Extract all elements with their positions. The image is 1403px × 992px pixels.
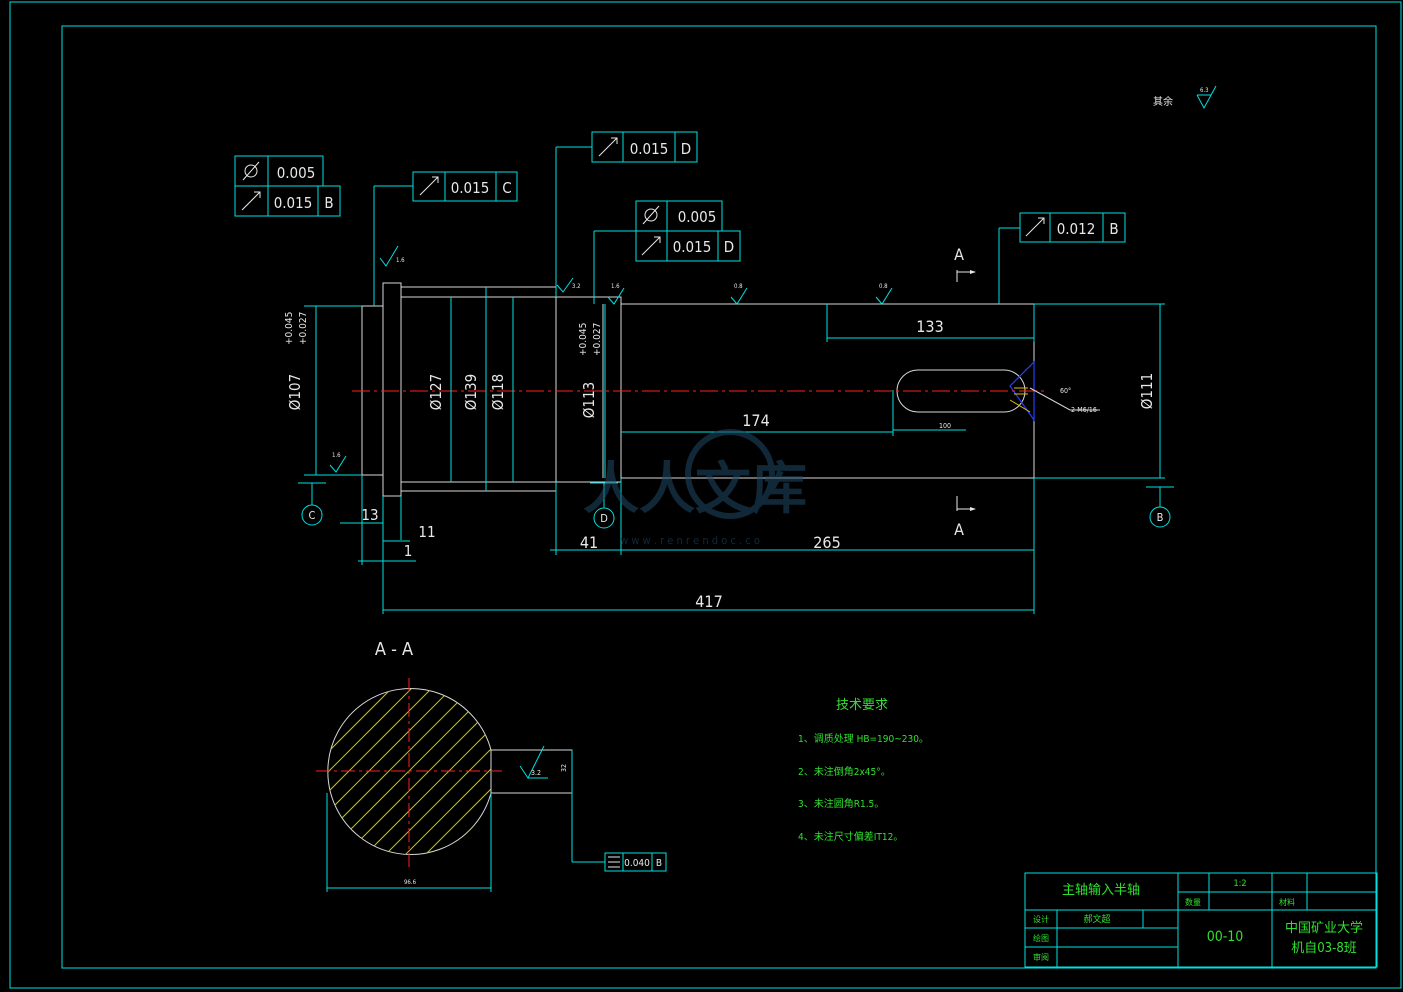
roughness-symbols (329, 85, 1217, 473)
svg-text:1.6: 1.6 (611, 283, 620, 290)
watermark-url: w w w . r e n r e n d o c . c o (620, 534, 760, 547)
dim-265: 265 (813, 533, 840, 552)
runout-icon (241, 191, 261, 211)
datum-b-label: B (1157, 511, 1164, 524)
svg-text:6.3: 6.3 (1200, 87, 1209, 94)
keyway (896, 369, 1026, 413)
title-block (1024, 872, 1378, 968)
tech-requirements: 技术要求 1、调质处理 HB=190~230。 2、未注倒角2x45°。 3、未… (798, 698, 929, 843)
fcf2-value: 0.015 (451, 179, 490, 197)
fcf3-datum: D (681, 140, 691, 158)
runout-icon (598, 137, 618, 157)
datum-b (1149, 506, 1171, 528)
section-roughness: 3.2 (531, 769, 541, 777)
dim-100: 100 (939, 422, 951, 430)
scale-value: 1:2 (1233, 879, 1246, 889)
center-hole-note: 2-M6/16 (1071, 406, 1097, 414)
fcf6-datum: B (656, 858, 662, 869)
section-mark-top: A (954, 245, 964, 264)
fcf1-value1: 0.005 (277, 164, 316, 182)
dim-13: 13 (361, 506, 378, 524)
fcf3-value: 0.015 (630, 140, 669, 158)
fcf4-datum: D (724, 238, 734, 256)
tech-title: 技术要求 (836, 698, 888, 713)
datum-d (593, 507, 615, 529)
svg-text:1.6: 1.6 (396, 257, 405, 264)
drawing-number: 00-10 (1207, 929, 1244, 945)
dimension-lines (298, 146, 1174, 614)
datum-c (301, 504, 323, 526)
tech-item-2: 2、未注倒角2x45°。 (798, 765, 891, 778)
dim-1: 1 (404, 542, 413, 560)
draw-label: 绘图 (1033, 933, 1049, 943)
runout-icon (1025, 217, 1045, 237)
fcf5-datum: B (1109, 220, 1118, 238)
section-key-dim: 32 (560, 764, 568, 772)
dim-d107-lower: +0.027 (298, 312, 309, 345)
tech-item-1: 1、调质处理 HB=190~230。 (798, 733, 929, 745)
section-view (316, 678, 605, 892)
runout-icon (641, 236, 661, 256)
cylindricity-icon (242, 161, 260, 181)
svg-text:0.8: 0.8 (879, 283, 888, 290)
fcf2-datum: C (502, 179, 511, 197)
dim-d118: Ø118 (489, 374, 507, 410)
dim-d111: Ø111 (1138, 373, 1156, 409)
part-name: 主轴输入半轴 (1062, 882, 1140, 898)
section-marks: A A (954, 245, 976, 539)
qty-label: 数量 (1185, 897, 1201, 907)
center-hole-angle: 60° (1060, 387, 1071, 395)
runout-icon (419, 176, 439, 196)
fcf5-value: 0.012 (1057, 220, 1096, 238)
dim-11: 11 (418, 523, 435, 541)
fcf4-value1: 0.005 (678, 208, 717, 226)
check-label: 审阅 (1033, 952, 1049, 962)
section-mark-bottom: A (954, 520, 964, 539)
dim-d113-lower: +0.027 (592, 323, 603, 356)
dim-d113-upper: +0.045 (578, 323, 589, 356)
dim-d107-upper: +0.045 (284, 312, 295, 345)
dim-d107: Ø107 (286, 374, 304, 410)
material-label: 材料 (1279, 897, 1295, 907)
dim-133: 133 (916, 317, 943, 336)
symmetry-icon (608, 856, 620, 868)
tech-item-4: 4、未注尺寸偏差IT12。 (798, 830, 903, 843)
svg-text:1.6: 1.6 (332, 452, 341, 459)
center-hole-leader (1029, 387, 1100, 411)
fcf-frames (234, 131, 1126, 872)
datum-c-label: C (309, 509, 316, 522)
tech-item-3: 3、未注圆角R1.5。 (798, 797, 884, 810)
datum-d-label: D (600, 512, 608, 525)
dim-d139: Ø139 (462, 374, 480, 410)
fcf1-datum: B (324, 194, 333, 212)
school-name: 中国矿业大学 (1285, 920, 1363, 936)
roughness-values: 1.6 3.2 1.6 0.8 0.8 1.6 6.3 (332, 87, 1209, 459)
cylindricity-icon (642, 205, 660, 225)
other-surfaces-label: 其余 (1153, 95, 1173, 108)
inner-frame (61, 25, 1377, 969)
fcf6-value: 0.040 (624, 858, 650, 869)
fcf-texts: 0.005 0.015 B 0.015 C 0.015 D 0.005 0.01… (274, 140, 1119, 869)
dim-d127: Ø127 (427, 374, 445, 410)
section-width-dim: 96.6 (404, 879, 417, 886)
section-title: A - A (375, 639, 413, 660)
designer-name: 郝文超 (1083, 913, 1110, 925)
svg-text:3.2: 3.2 (572, 283, 581, 290)
svg-text:0.8: 0.8 (734, 283, 743, 290)
dim-174: 174 (742, 411, 769, 430)
watermark: 人人文库 w w w . r e n r e n d o c . c o (583, 429, 807, 547)
title-block-texts: 主轴输入半轴 1:2 数量 材料 设计 郝文超 绘图 审阅 00-10 中国矿业… (1033, 879, 1363, 962)
dim-41: 41 (580, 533, 598, 552)
watermark-text: 人人文库 (583, 457, 807, 522)
fcf-symbols (241, 137, 1045, 868)
fcf1-value2: 0.015 (274, 194, 313, 212)
fcf4-value2: 0.015 (673, 238, 712, 256)
outer-frame (9, 1, 1402, 989)
class-name: 机自03-8班 (1291, 941, 1357, 956)
dim-417: 417 (695, 592, 722, 611)
dim-d113: Ø113 (580, 382, 598, 418)
design-label: 设计 (1033, 914, 1049, 924)
dimension-texts: Ø107 +0.045 +0.027 Ø127 Ø139 Ø118 Ø113 +… (284, 312, 1156, 611)
